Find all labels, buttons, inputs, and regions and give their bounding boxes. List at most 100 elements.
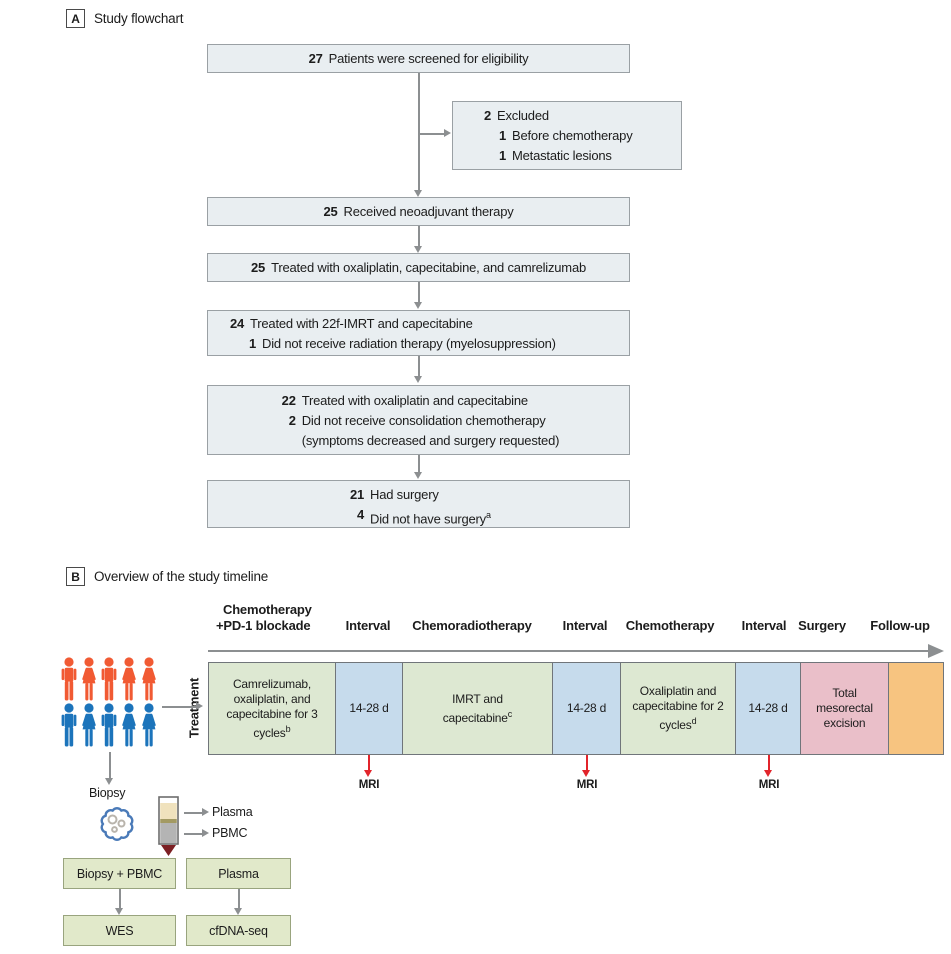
panel-b-tag: B (66, 567, 85, 586)
footnote-d: d (691, 716, 697, 726)
phase-header-interval-1: Interval (345, 618, 391, 633)
phase-header-surgery: Surgery (798, 618, 846, 633)
person-icons-blue (61, 703, 156, 747)
phase-header-interval-3: Interval (741, 618, 787, 633)
excluded-text: Excluded (497, 108, 549, 123)
excluded-line-2: 1 Before chemotherapy (494, 126, 681, 146)
flow-box-screened: 27 Patients were screened for eligibilit… (207, 44, 630, 73)
excluded-line-3: 1 Metastatic lesions (494, 146, 681, 166)
phase-header-chemotherapy: Chemotherapy (625, 618, 715, 633)
mri-arrow-line (368, 755, 370, 771)
cell-consolidation-chemo: Oxaliplatin and capecitabine for 2 cycle… (620, 662, 736, 755)
connector-line (418, 356, 420, 377)
screened-text: Patients were screened for eligibility (328, 51, 529, 66)
consolidation-line-3: (symptoms decreased and surgery requeste… (302, 431, 560, 451)
cell-interval-1: 14-28 d (335, 662, 403, 755)
arrow-down-icon (414, 472, 422, 479)
mri-arrow-icon (364, 770, 372, 777)
cohort-to-treatment-line (162, 706, 196, 708)
screened-count: 27 (308, 51, 323, 66)
mri-arrow-line (768, 755, 770, 771)
footnote-a: a (485, 510, 491, 520)
surgery-line-2: 4 Did not have surgerya (346, 505, 491, 529)
imrt-sub-text: Did not receive radiation therapy (myelo… (262, 336, 556, 351)
surgery-text: Had surgery (370, 487, 439, 502)
imrt-count: 24 (229, 316, 244, 331)
phase-header-chemo-pd1: Chemotherapy +PD-1 blockade (216, 602, 312, 634)
consolidation-count: 22 (281, 393, 296, 408)
mri-arrow-line (586, 755, 588, 771)
panel-a-tag: A (66, 9, 85, 28)
excluded-sub1-count: 1 (498, 128, 506, 143)
consolidation-line-2: 2 Did not receive consolidation chemothe… (284, 411, 560, 431)
excluded-sub1-text: Before chemotherapy (512, 128, 633, 143)
consolidation-line-1: 22 Treated with oxaliplatin and capecita… (278, 391, 560, 411)
biopsy-label: Biopsy (89, 786, 126, 800)
surgery-line-1: 21 Had surgery (346, 485, 491, 505)
consolidation-sub-count: 2 (288, 413, 296, 428)
connector-line (418, 455, 420, 473)
footnote-c: c (507, 708, 513, 719)
arrow-down-icon (115, 908, 123, 915)
mri-arrow-icon (582, 770, 590, 777)
consolidation-sub-text: Did not receive consolidation chemothera… (301, 413, 546, 428)
consolidation-sub-text-2: (symptoms decreased and surgery requeste… (301, 433, 560, 448)
timeline-arrowhead-icon (928, 644, 944, 658)
connector-line (418, 73, 420, 191)
footnote-b: b (285, 723, 291, 734)
box-cfdna-seq: cfDNA-seq (186, 915, 291, 946)
arrow-right-icon (196, 702, 203, 710)
no-surgery-text: Did not have surgerya (370, 510, 491, 527)
cell-chemoradiotherapy: IMRT and capecitabinec (402, 662, 553, 755)
phase-header-chemoradiotherapy: Chemoradiotherapy (412, 618, 532, 633)
excluded-sub2-text: Metastatic lesions (512, 148, 612, 163)
triplet-text: Treated with oxaliplatin, capecitabine, … (271, 260, 586, 275)
phase-header-line1: Chemotherapy (223, 602, 312, 617)
cell-interval-3: 14-28 d (735, 662, 801, 755)
cell-chemo-pd1: Camrelizumab, oxaliplatin, and capecitab… (208, 662, 336, 755)
box-wes: WES (63, 915, 176, 946)
arrow-down-icon (414, 246, 422, 253)
box-plasma: Plasma (186, 858, 291, 889)
panel-a-header: A Study flowchart (66, 9, 183, 28)
timeline-axis-line (208, 650, 930, 652)
biopsy-tissue-icon (95, 802, 139, 846)
arrow-right-icon (444, 129, 451, 137)
phase-header-line2: +PD-1 blockade (216, 618, 311, 633)
connector-line (238, 889, 240, 909)
connector-line (418, 282, 420, 303)
cell-follow-up (888, 662, 944, 755)
excluded-line-1: 2 Excluded (479, 106, 681, 126)
arrow-right-icon (202, 808, 209, 816)
cohort-to-biopsy-line (109, 752, 111, 779)
arrow-right-icon (202, 829, 209, 837)
flow-box-imrt: 24 Treated with 22f-IMRT and capecitabin… (207, 310, 630, 356)
mri-arrow-icon (764, 770, 772, 777)
blood-tube-icon (156, 796, 182, 860)
mri-label-2: MRI (576, 779, 598, 791)
plasma-label: Plasma (212, 805, 253, 819)
flow-box-triplet: 25 Treated with oxaliplatin, capecitabin… (207, 253, 630, 282)
mri-label-3: MRI (758, 779, 780, 791)
no-surgery-count: 4 (356, 507, 365, 522)
arrow-down-icon (105, 778, 113, 785)
arrow-down-icon (414, 190, 422, 197)
patient-cohort-orange (59, 657, 159, 703)
arrow-down-icon (234, 908, 242, 915)
imrt-line-1: 24 Treated with 22f-IMRT and capecitabin… (226, 314, 629, 334)
imrt-text: Treated with 22f-IMRT and capecitabine (250, 316, 473, 331)
connector-line (119, 889, 121, 909)
plasma-callout-line (184, 812, 203, 814)
excluded-count: 2 (483, 108, 491, 123)
person-icons-orange (61, 657, 156, 701)
panel-b-title: Overview of the study timeline (94, 569, 269, 584)
imrt-line-2: 1 Did not receive radiation therapy (mye… (244, 334, 629, 354)
connector-line (418, 226, 420, 247)
cell-surgery: Total mesorectal excision (800, 662, 889, 755)
consolidation-text: Treated with oxaliplatin and capecitabin… (301, 393, 528, 408)
arrow-down-icon (414, 376, 422, 383)
flow-box-excluded: 2 Excluded 1 Before chemotherapy 1 Metas… (452, 101, 682, 170)
patient-cohort-blue (59, 703, 159, 749)
mri-label-1: MRI (358, 779, 380, 791)
pbmc-callout-line (184, 833, 203, 835)
